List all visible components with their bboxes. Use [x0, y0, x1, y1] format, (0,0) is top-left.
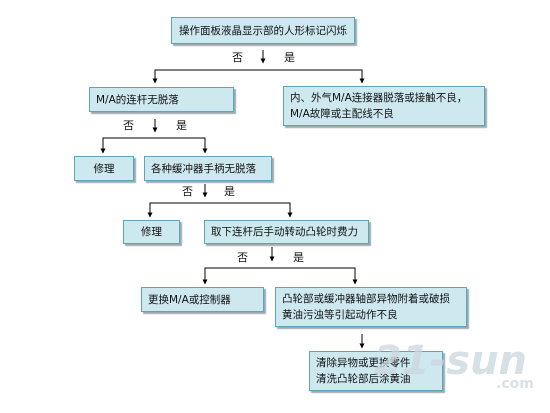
node-remove-rod: 取下连杆后手动转动凸轮时费力: [204, 220, 369, 244]
node-top-text: 操作面板液晶显示部的人形标记闪烁: [179, 24, 347, 37]
node-ma-link-ok: M/A的连杆无脱落: [89, 87, 234, 112]
label-yes-4: 是: [293, 251, 304, 264]
label-yes-1: 是: [284, 51, 295, 64]
label-no-1: 否: [232, 51, 243, 64]
node-connector-fault-line2: M/A故障或主配线不良: [290, 108, 394, 120]
branch-line-3: [149, 202, 293, 218]
branch-line-2: [102, 137, 208, 154]
node-buffer-handle-ok: 各种缓冲器手柄无脱落: [144, 156, 272, 181]
node-cam-foreign-matter: 凸轮部或缓冲器轴部异物附着或破损 黄油污浊等引起动作不良: [275, 287, 467, 327]
node-connector-fault: 内、外气M/A连接器脱落或接触不良， M/A故障或主配线不良: [283, 86, 485, 126]
label-yes-3: 是: [224, 185, 235, 198]
node-remove-rod-text: 取下连杆后手动转动凸轮时费力: [211, 226, 358, 238]
node-repair-2-text: 修理: [141, 226, 162, 238]
node-ma-link-ok-text: M/A的连杆无脱落: [96, 93, 179, 106]
label-no-2: 否: [123, 119, 134, 132]
node-repair-2: 修理: [123, 220, 180, 244]
node-repair-1: 修理: [74, 156, 134, 181]
branch-line-4: [204, 267, 358, 285]
node-connector-fault-line1: 内、外气M/A连接器脱落或接触不良，: [290, 92, 468, 104]
node-cam-foreign-matter-line1: 凸轮部或缓冲器轴部异物附着或破损: [282, 293, 450, 305]
label-no-4: 否: [237, 251, 248, 264]
node-clean-replace-line1: 清除异物或更换零件: [316, 357, 411, 369]
node-buffer-handle-ok-text: 各种缓冲器手柄无脱落: [151, 162, 256, 175]
node-clean-replace-line2: 清洗凸轮部后涂黄油: [316, 373, 411, 385]
node-clean-replace: 清除异物或更换零件 清洗凸轮部后涂黄油: [309, 351, 443, 391]
node-top: 操作面板液晶显示部的人形标记闪烁: [171, 17, 355, 44]
node-repair-1-text: 修理: [93, 162, 115, 175]
node-replace-ma: 更换M/A或控制器: [141, 287, 264, 312]
node-cam-foreign-matter-line2: 黄油污浊等引起动作不良: [282, 309, 398, 321]
label-no-3: 否: [182, 185, 193, 198]
branch-line-1: [154, 69, 365, 84]
node-replace-ma-text: 更换M/A或控制器: [148, 293, 231, 306]
label-yes-2: 是: [176, 119, 187, 132]
